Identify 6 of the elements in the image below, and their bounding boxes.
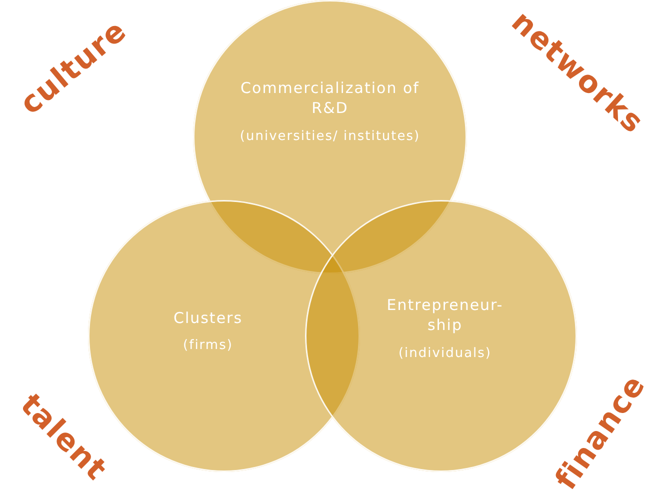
circle-subtitle: (universities/ institutes): [240, 128, 420, 146]
circle-title: Clusters: [173, 308, 243, 328]
circle-title: Commercialization of R&D: [240, 78, 420, 118]
circle-title: Entrepreneur- ship: [386, 295, 504, 336]
circle-subtitle: (individuals): [398, 344, 492, 362]
circle-subtitle: (firms): [183, 337, 233, 356]
